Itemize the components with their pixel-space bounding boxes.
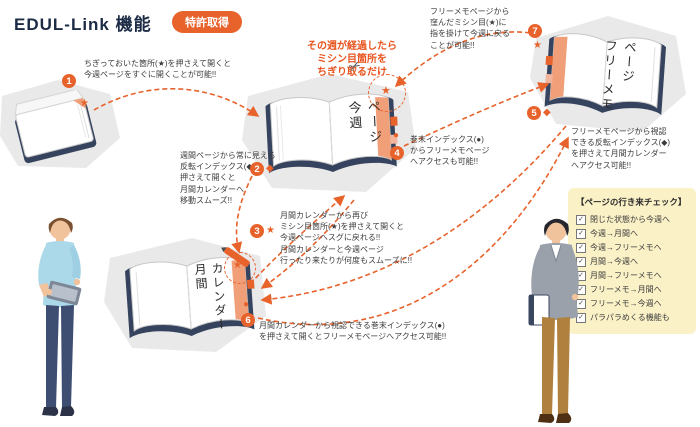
closed-book-illustration <box>6 90 101 170</box>
checklist-item: ✓ パラパラめくる機能も <box>576 311 688 325</box>
step-1-note: ちぎっておいた箇所(★)を押さえて開くと 今週ページをすぐに開くことが可能!! <box>84 59 232 80</box>
star-marker-closed-book: ★ <box>80 98 89 109</box>
diamond-marker-weekly: ◆ <box>266 163 274 174</box>
memo-book-drawing <box>544 33 667 115</box>
diamond-marker-memo: ◆ <box>543 107 551 118</box>
dot-marker-weekly: ● <box>393 130 400 141</box>
step-6-number: 6 <box>241 313 255 327</box>
checkbox-checked-icon: ✓ <box>576 243 586 253</box>
step-3-note: 月間カレンダーから再び ミシン目箇所(★)を押さえて開くと 今週ページへスグに戻… <box>280 211 413 265</box>
star-marker-monthly: ★ <box>233 260 242 271</box>
checklist-item-label: 今週→フリーメモへ <box>590 243 662 252</box>
closed-book-drawing <box>14 90 97 164</box>
patent-badge: 特許取得 <box>172 11 242 33</box>
checklist-item-label: 今週→月間へ <box>590 229 638 238</box>
star-marker-memo: ★ <box>533 40 542 51</box>
left-person-drawing <box>38 217 82 416</box>
checklist-item: ✓ 今週→月間へ <box>576 227 688 241</box>
step-4-note: 巻末インデックス(●) からフリーメモページ へアクセスも可能!! <box>410 135 490 167</box>
right-person-illustration <box>512 215 597 427</box>
monthly-calendar-book: 月間 カレンダー <box>119 245 260 349</box>
page-navigation-checklist: 【ページの行き来チェック】 ✓ 閉じた状態から今週へ ✓ 今週→月間へ ✓ 今週… <box>568 188 696 334</box>
step-5-number: 5 <box>527 106 541 120</box>
checklist-item-label: フリーメモ→今週へ <box>590 299 662 308</box>
checklist-item-label: パラパラめくる機能も <box>590 313 670 322</box>
step-2-note: 週間ページから常に見える 反転インデックス(◆)を 押さえて開くと 月間カレンダ… <box>180 151 276 205</box>
free-memo-book: フリーメモ ページ <box>540 22 671 126</box>
page-title: EDUL-Link 機能 <box>14 15 152 34</box>
checklist-item-label: 閉じた状態から今週へ <box>590 215 670 224</box>
checklist-item: ✓ 閉じた状態から今週へ <box>576 213 688 227</box>
monthly-book-drawing <box>125 245 255 339</box>
checklist-item-label: フリーメモ→月間へ <box>590 285 662 294</box>
step-4-number: 4 <box>390 146 404 160</box>
checklist-item-label: 月間→フリーメモへ <box>590 271 662 280</box>
checklist-item-label: 月間→今週へ <box>590 257 638 266</box>
tear-off-note: その週が経過したら ミシン目箇所を ちぎり取るだけ <box>307 41 397 79</box>
memo-book-label: フリーメモ ページ <box>598 38 637 113</box>
step-7-number: 7 <box>528 24 542 38</box>
step-2-number: 2 <box>250 162 264 176</box>
weekly-index-tab <box>390 116 398 126</box>
step-1-number: 1 <box>62 74 76 88</box>
checkbox-checked-icon: ✓ <box>576 229 586 239</box>
checklist-title: 【ページの行き来チェック】 <box>576 197 687 207</box>
checkbox-checked-icon: ✓ <box>576 215 586 225</box>
checklist-item: ✓ 今週→フリーメモへ <box>576 241 688 255</box>
left-person-illustration <box>22 212 97 422</box>
step-5-note: フリーメモページから視認 できる反転インデックス(◆) を押さえて月間カレンダー… <box>571 127 671 170</box>
step-7-note: フリーメモページから 窪んだミシン目(★)に 指を掛けて今週に戻る ことが可能!… <box>430 7 510 50</box>
star-marker-weekly: ★ <box>381 85 391 97</box>
checkbox-checked-icon: ✓ <box>576 313 586 323</box>
right-person-drawing <box>528 218 579 423</box>
step-6-note: 月間カレンダーから視認できる巻末インデックス(●) を押さえて開くとフリーメモペ… <box>259 321 447 342</box>
step-3-number: 3 <box>250 224 264 238</box>
memo-index-tab <box>545 55 554 66</box>
dot-marker-monthly: ● <box>243 299 250 310</box>
star-marker-step-3: ★ <box>266 225 275 236</box>
